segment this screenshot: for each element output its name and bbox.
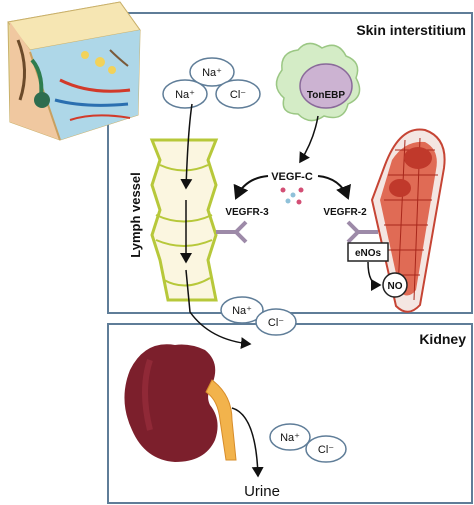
skin-panel-title: Skin interstitium [356, 22, 466, 38]
tonebp-label: TonEBP [307, 90, 345, 101]
kidney-illustration [124, 344, 237, 462]
vegfr3-label: VEGFR-3 [225, 207, 269, 218]
immune-cell: TonEBP [275, 42, 361, 122]
ion-na-mid: Na⁺ [232, 305, 252, 317]
ion-na-top: Na⁺ [202, 67, 222, 79]
ion-bubble-na-kidney [269, 423, 311, 451]
vegfr2-receptor [346, 220, 378, 244]
enos-label: eNOs [355, 248, 382, 259]
vegfr3-receptor [216, 220, 248, 244]
no-bubble [382, 272, 408, 298]
ion-bubble-na-mid [220, 296, 264, 324]
arrow-cell-to-vegfc [299, 115, 319, 164]
kidney-panel-title: Kidney [419, 331, 466, 347]
no-label: NO [388, 281, 403, 292]
lymph-vessel-shape [149, 138, 219, 302]
arrow-kidney-to-urine [231, 407, 264, 478]
ion-bubble-cl-mid [255, 308, 297, 336]
skin-tissue-illustration [7, 1, 141, 141]
ion-cloud-top: Na⁺ Na⁺ Cl⁻ [162, 57, 261, 109]
ion-cloud-kidney: Na⁺ Cl⁻ [269, 423, 347, 463]
ion-cl-mid: Cl⁻ [268, 317, 284, 329]
arrow-vegfc-to-vegfr2 [317, 175, 351, 200]
ion-bubble-na-left [162, 79, 208, 109]
ion-bubble-cl [215, 79, 261, 109]
arrow-lymph-to-kidney [185, 269, 252, 350]
enos-box [347, 242, 389, 262]
lymph-vessel-label: Lymph vessel [128, 172, 143, 258]
ion-cl-top: Cl⁻ [230, 89, 246, 101]
arrow-vegfc-to-vegfr3 [233, 175, 269, 200]
blood-vessel [370, 128, 446, 313]
cell-nucleus [299, 63, 353, 109]
vegfc-label: VEGF-C [271, 171, 313, 183]
ion-cloud-middle: Na⁺ Cl⁻ [220, 296, 297, 336]
vegfr2-label: VEGFR-2 [323, 207, 367, 218]
ion-na-left: Na⁺ [175, 89, 195, 101]
ion-na-kidney: Na⁺ [280, 432, 300, 444]
arrow-ions-to-lymph [180, 103, 193, 190]
urine-label: Urine [244, 483, 280, 500]
ion-cl-kidney: Cl⁻ [318, 444, 334, 456]
arrow-enos-to-no [367, 261, 382, 291]
ion-bubble-na-top [189, 57, 235, 87]
vegfc-particles [280, 187, 304, 205]
ion-bubble-cl-kidney [305, 435, 347, 463]
